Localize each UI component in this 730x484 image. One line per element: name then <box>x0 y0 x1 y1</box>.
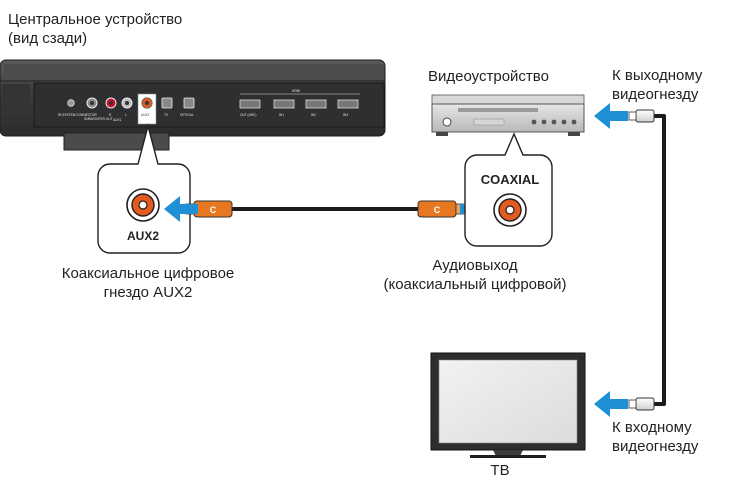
coaxial-cable: C C <box>185 200 465 218</box>
panel-sub-label: SUBWOOFER OUT <box>84 117 113 121</box>
cable-plug-right: C <box>417 200 465 218</box>
center-unit-view-label: (вид сзади) <box>8 30 88 47</box>
panel-tv-label: TV <box>164 113 169 117</box>
aux2-caption-1: Коаксиальное цифровое <box>61 265 235 282</box>
aux2-jack-label: AUX2 <box>127 229 159 243</box>
optical-tv-jack <box>161 97 173 109</box>
hdmi-in1-port <box>273 99 295 109</box>
hdmi-in2-port <box>305 99 327 109</box>
panel-optical-label: OPTICAL <box>180 113 194 117</box>
optical-jack <box>183 97 195 109</box>
hdmi-out-port <box>239 99 261 109</box>
panel-hdmi-label: HDMI <box>292 89 300 93</box>
panel-in1-label: IN1 <box>279 113 284 117</box>
panel-aux1-label: AUX1 <box>113 118 122 122</box>
video-device-label: Видеоустройство <box>428 68 549 85</box>
aux2-caption-2: гнездо AUX2 <box>103 284 193 301</box>
center-unit-label: Центральное устройство <box>8 11 183 28</box>
video-in-label-1: К входному <box>612 419 692 436</box>
hdmi-plug-bottom <box>628 397 655 411</box>
plug-right-letter: C <box>434 205 441 215</box>
aux2-callout: AUX2 <box>97 123 191 254</box>
aux2-jack <box>126 188 160 222</box>
arrow-to-tv <box>594 391 628 417</box>
panel-ir-label: IR-SYSTEM CONNECTOR <box>58 113 97 117</box>
panel-out-arc-label: OUT (ARC) <box>240 113 256 117</box>
panel-r-label: R <box>109 113 112 117</box>
coaxial-jack <box>493 193 527 227</box>
hdmi-in3-port <box>337 99 359 109</box>
tv <box>430 352 586 458</box>
ir-system-jack <box>67 99 75 107</box>
panel-in2-label: IN2 <box>311 113 316 117</box>
video-out-label-1: К выходному <box>612 67 703 84</box>
coaxial-callout: COAXIAL <box>464 132 553 247</box>
coaxial-jack-label: COAXIAL <box>481 172 540 187</box>
video-in-label-2: видеогнезду <box>612 438 699 455</box>
panel-in3-label: IN3 <box>343 113 348 117</box>
video-out-label-2: видеогнезду <box>612 86 699 103</box>
plug-left-letter: C <box>210 205 217 215</box>
tv-label: ТВ <box>490 462 510 479</box>
audio-out-label-2: (коаксиальный цифровой) <box>383 276 567 293</box>
panel-aux2-label: AUX2 <box>141 113 150 117</box>
soundbar-rear-panel: IR-SYSTEM CONNECTOR SUBWOOFER OUT R L AU… <box>0 59 386 151</box>
arrow-from-video-device <box>594 103 628 129</box>
audio-out-label-1: Аудиовыход <box>432 257 518 274</box>
hdmi-plug-top <box>628 109 655 123</box>
video-device <box>431 94 585 136</box>
panel-l-label: L <box>125 113 127 117</box>
arrow-to-aux2 <box>164 196 198 222</box>
hdmi-cable <box>628 109 666 411</box>
